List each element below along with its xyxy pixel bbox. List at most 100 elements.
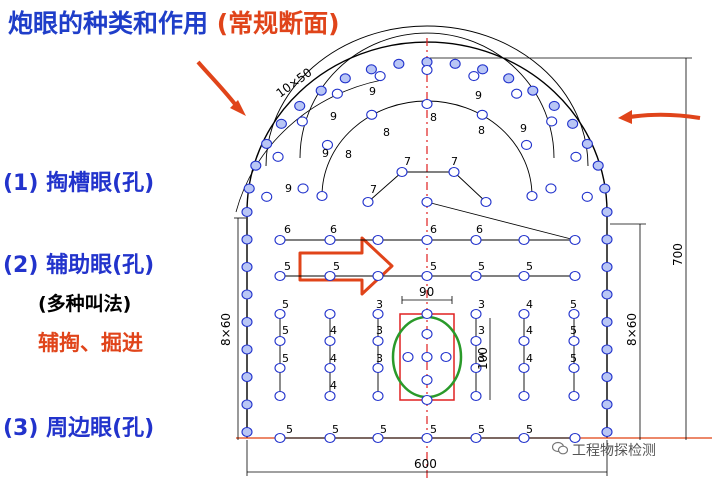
dim-cut-height-label: 100 [476,347,490,370]
perimeter-hole [241,426,253,438]
hole-label: 4 [526,298,533,311]
hole-label: 4 [526,352,533,365]
perimeter-hole [548,100,560,111]
aux-hole-column [274,335,286,347]
aux-hole-row6 [421,234,433,246]
hole-label: 5 [478,423,485,436]
title-main: 炮眼的种类和作用 [8,9,209,38]
bottom-hole [421,432,433,444]
aux-hole-column [372,362,384,374]
perimeter-hole [601,289,613,300]
aux-hole-row6 [470,234,482,246]
arc-hole-9 [546,116,558,127]
aux-hole-column [568,308,580,320]
arc-hole-9 [374,71,386,82]
hole-number-labels: 9 9 9 9 9 9 8 8 8 8 7 7 7 6 6 6 6 5 5 5 … [282,85,577,436]
title-sub: (常规断面) [216,9,340,38]
dim-right-height-label: 8×60 [625,313,639,346]
aux-hole-column [274,308,286,320]
aux-hole-column [324,390,336,402]
hole-label: 9 [369,85,376,98]
aux-hole-row5 [274,270,286,282]
hole-label: 9 [520,122,527,135]
hole-label: 9 [330,110,337,123]
perimeter-hole [601,234,613,245]
arc-hole-7 [396,166,408,178]
arc-hole-8 [366,109,378,120]
perimeter-hole [581,138,593,149]
aux-hole-column [568,390,580,402]
arc-hole-7 [480,196,492,208]
perimeter-hole [477,64,489,75]
arc-hole-8 [316,190,328,202]
label-cut-holes: (1) 掏槽眼(孔) [3,171,155,196]
perimeter-hole [294,100,306,111]
perimeter-hole [601,206,613,218]
aux-hole-row5 [372,270,384,282]
arc-hole-9 [331,88,343,99]
perimeter-hole [449,58,461,69]
perimeter-hole [241,234,253,245]
dim-arc-label: 10×50 [274,65,315,100]
cut-hole [421,394,433,406]
perimeter-hole [592,160,604,171]
hole-label: 5 [570,324,577,337]
perimeter-hole [601,261,613,273]
aux-hole-column [372,335,384,347]
arc-hole-8 [520,139,533,150]
aux-hole-column [470,335,482,347]
perimeter-hole [241,261,253,273]
label-aux-note: (多种叫法) [38,293,132,315]
hole-label: 7 [451,155,458,168]
perimeter-hole [250,160,262,171]
perimeter-hole [601,426,613,438]
hole-label: 5 [570,352,577,365]
hole-label: 6 [476,223,483,236]
arrow-top-left-head [230,100,246,116]
hole-label: 3 [478,298,485,311]
bottom-hole [274,432,286,444]
aux-hole-row6 [324,234,336,246]
hole-label: 5 [332,423,339,436]
arrow-top-left [196,60,240,110]
aux-hole-row6 [372,234,384,246]
perimeter-hole [241,344,253,355]
hole-label: 6 [284,223,291,236]
arrow-right-head [618,110,632,124]
perimeter-hole [243,183,255,194]
label-aux-names: 辅掏、掘进 [38,331,143,355]
hole-label: 5 [282,352,289,365]
hole-label: 5 [333,260,340,273]
aux-hole-column [372,308,384,320]
arc-hole-9 [421,64,433,76]
bottom-hole [470,432,482,444]
arc-hole-7 [421,196,433,208]
aux-hole-row6 [518,234,530,246]
perimeter-hole [599,183,611,194]
aux-hole-column [518,362,530,374]
aux-hole-column [324,362,336,374]
aux-hole-column [518,335,530,347]
aux-hole-column [274,390,286,402]
aux-hole-column [568,362,580,374]
aux-hole-column [324,308,336,320]
aux-hole-row5 [324,270,336,282]
aux-hole-column [518,308,530,320]
aux-hole-column [372,390,384,402]
arc-hole-9 [570,151,582,162]
perimeter-hole [601,316,613,328]
perimeter-hole [241,371,253,383]
hole-label: 5 [526,423,533,436]
aux-hole-row5 [518,270,530,282]
hole-label: 5 [570,298,577,311]
dim-total-height-label: 700 [671,243,685,266]
arc-hole-8 [476,109,488,120]
hole-label: 5 [282,324,289,337]
hole-label: 4 [330,352,337,365]
hole-label: 8 [345,148,352,161]
bottom-hole [569,432,581,444]
perimeter-hole [241,316,253,328]
hole-label: 9 [285,182,292,195]
bottom-hole [324,432,336,444]
hole-label: 5 [380,423,387,436]
